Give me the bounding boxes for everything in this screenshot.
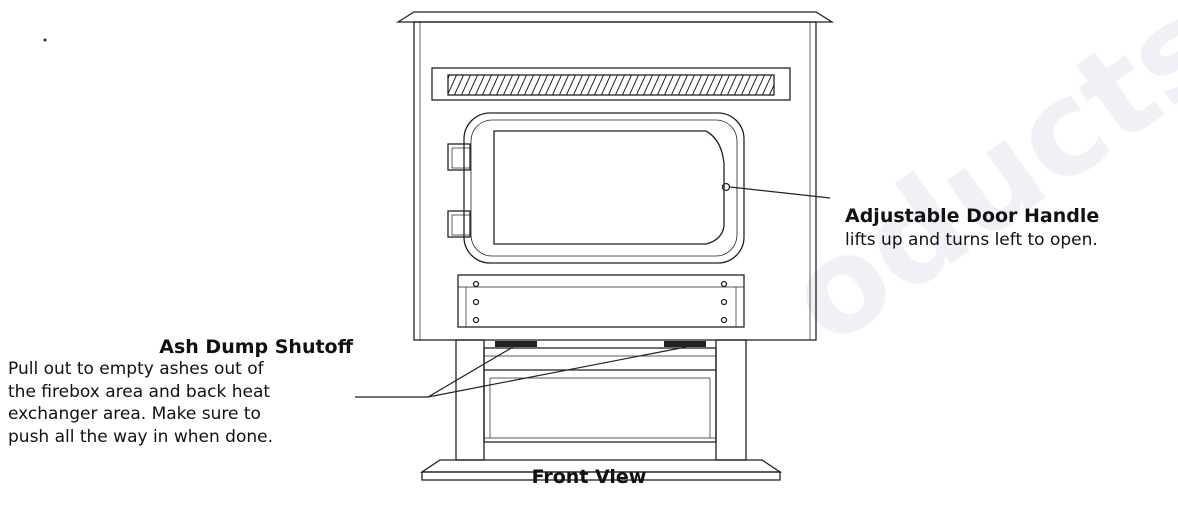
grill-slat [663, 75, 675, 95]
stove-cabinet [413, 21, 817, 341]
stove-top-cap [395, 11, 835, 23]
grill-slat [621, 75, 633, 95]
door-handle-text: lifts up and turns left to open. [845, 230, 1098, 250]
page-speck [43, 38, 47, 42]
door-frame [463, 112, 745, 264]
caption-text: Front View [531, 466, 647, 488]
grill-slat [649, 75, 661, 95]
grill-slat [516, 75, 528, 95]
ash-dump-title: Ash Dump Shutoff [159, 336, 353, 358]
door-handle-knob [721, 182, 731, 192]
grill-slat [733, 75, 745, 95]
ash-dump-line: Pull out to empty ashes out of [8, 359, 264, 379]
grill-slat [726, 75, 738, 95]
grill-slat [677, 75, 689, 95]
ash-dump-line: exchanger area. Make sure to [8, 404, 261, 424]
grill-slat [670, 75, 682, 95]
ash-dump-line: push all the way in when done. [8, 426, 274, 447]
grill-slat [719, 75, 731, 95]
grill-slat [481, 75, 493, 95]
grill-slat [474, 75, 486, 95]
ash-dump-leader-3 [427, 346, 687, 398]
grill-slat [586, 75, 598, 95]
grill-slat [705, 75, 717, 95]
ash-dump-callout: Ash Dump Shutoff Pull out to empty ashes… [8, 336, 353, 448]
grill-slat [747, 75, 759, 95]
grill-slat [754, 75, 766, 95]
grill-slat [783, 74, 793, 96]
grill-slat [776, 74, 786, 96]
grill-slat [537, 75, 549, 95]
ash-dump-handle-left [495, 341, 537, 347]
ash-pan-box [483, 347, 717, 443]
grill-slat [460, 75, 472, 95]
top-grill [431, 67, 791, 101]
grill-slat [761, 75, 773, 95]
grill-slat [691, 75, 703, 95]
grill-slat [635, 75, 647, 95]
grill-slat [642, 75, 654, 95]
grill-slat [544, 75, 556, 95]
grill-slat [593, 75, 605, 95]
grill-slat [488, 75, 500, 95]
grill-slat [551, 75, 563, 95]
grill-slat [453, 75, 465, 95]
ash-dump-leader-2 [427, 346, 514, 398]
grill-slat [448, 75, 451, 80]
grill-slat [530, 75, 542, 95]
grill-slat [684, 75, 696, 95]
grill-slat [467, 75, 479, 95]
door-handle-title: Adjustable Door Handle [845, 205, 1100, 227]
ash-dump-handle-right [664, 341, 706, 347]
grill-slat [600, 75, 612, 95]
lower-panel [457, 274, 745, 328]
grill-slat [607, 75, 619, 95]
grill-slat [698, 75, 710, 95]
door-handle-callout: Adjustable Door Handle lifts up and turn… [845, 205, 1099, 252]
door-handle-leader [729, 186, 831, 199]
grill-slat [579, 75, 591, 95]
pedestal-left-leg [455, 339, 485, 461]
grill-pattern [448, 74, 793, 96]
grill-slat [565, 75, 577, 95]
grill-slat [768, 83, 774, 95]
ash-dump-line: the firebox area and back heat [8, 381, 271, 402]
grill-slat [656, 75, 668, 95]
grill-slat [712, 75, 724, 95]
grill-slat [558, 75, 570, 95]
grill-slat [523, 75, 535, 95]
grill-slat [502, 75, 514, 95]
grill-slat [628, 75, 640, 95]
diagram-caption: Front View [0, 466, 1178, 488]
grill-slat [509, 75, 521, 95]
grill-slat [572, 75, 584, 95]
door-glass [493, 130, 725, 245]
grill-slat [614, 75, 626, 95]
pedestal-right-leg [715, 339, 747, 461]
grill-slat [448, 75, 458, 95]
grill-slat [740, 75, 752, 95]
grill-slat [495, 75, 507, 95]
